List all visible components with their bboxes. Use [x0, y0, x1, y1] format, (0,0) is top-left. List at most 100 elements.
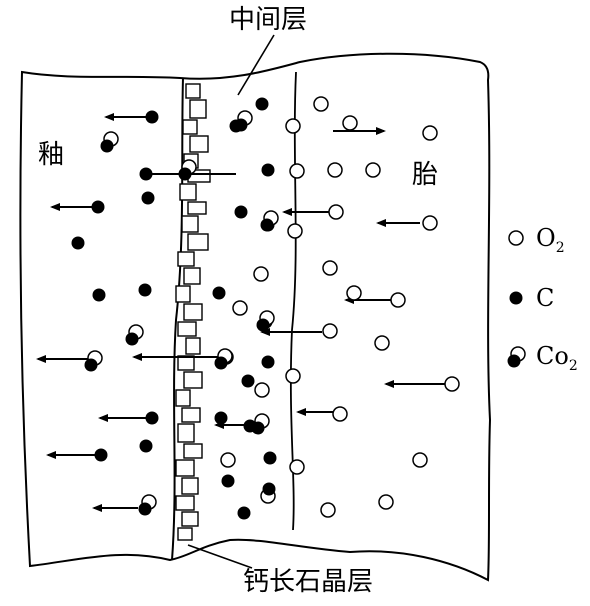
crystal-block [185, 83, 201, 99]
anorthite-layer-leader [187, 544, 253, 569]
c-particle [261, 355, 275, 369]
o2-particle [412, 452, 428, 468]
c-particle [241, 374, 255, 388]
co-particle-c [260, 218, 274, 232]
body-label: 胎 [412, 160, 438, 190]
c-particle [234, 205, 248, 219]
crystal-block [181, 215, 199, 233]
co-particle-c [251, 421, 265, 435]
c-particle [237, 506, 251, 520]
crystal-block [185, 337, 201, 355]
crystal-block [187, 201, 207, 215]
legend-o2-text: O [536, 224, 556, 252]
o2-particle [287, 223, 303, 239]
legend-o2-label: O2 [536, 224, 565, 256]
co-particle-c [178, 167, 192, 181]
crystal-block [175, 285, 191, 303]
legend-co2-text: Co [536, 342, 569, 370]
o2-particle [285, 118, 301, 134]
o2-particle [253, 266, 269, 282]
co-particle-c [256, 318, 270, 332]
intermediate-layer-leader [237, 34, 275, 96]
c-particle [255, 97, 269, 111]
c-particle [214, 411, 228, 425]
o2-particle [254, 382, 270, 398]
crystal-block [183, 443, 203, 459]
c-particle [145, 110, 159, 124]
anorthite-crystals [175, 83, 211, 541]
crystal-block [181, 407, 201, 423]
c-particle [92, 288, 106, 302]
crystal-block [175, 389, 191, 407]
legend: O2 C Co2 [507, 224, 578, 374]
co-particle-c [138, 502, 152, 516]
sample-outline [19, 52, 492, 582]
glaze-label: 釉 [38, 140, 64, 170]
legend-co2-label: Co2 [536, 342, 578, 374]
o2-particle [289, 459, 305, 475]
o2-particle [322, 260, 338, 276]
o2-particle [378, 494, 394, 510]
legend-c-symbol [509, 291, 523, 305]
legend-co-symbol-c [507, 354, 521, 368]
co-particle-c [100, 139, 114, 153]
crystal-block [177, 527, 193, 541]
c-particle [71, 236, 85, 250]
o2-particle [313, 96, 329, 112]
o2-particle [365, 162, 381, 178]
body-boundary-line [289, 71, 297, 531]
crystal-block [187, 233, 209, 251]
co-particle-c [125, 332, 139, 346]
co-particle-c [234, 118, 248, 132]
anorthite-layer-label: 钙长石晶层 [243, 567, 373, 597]
crystal-block [182, 119, 198, 135]
c-particle [91, 200, 105, 214]
legend-c-label: C [536, 284, 554, 312]
co-particle-c [214, 356, 228, 370]
o2-particle [232, 300, 248, 316]
c-particle [139, 167, 153, 181]
c-particle [94, 448, 108, 462]
co-particle-c [84, 358, 98, 372]
legend-c-text: C [536, 284, 554, 312]
crystal-block [181, 511, 199, 527]
crystal-block [181, 477, 199, 495]
particles [71, 96, 460, 520]
crystal-block [177, 423, 195, 443]
o2-particle [289, 163, 305, 179]
o2-particle [328, 204, 344, 220]
c-particle [262, 482, 276, 496]
crystal-block [175, 459, 195, 477]
o2-particle [390, 292, 406, 308]
o2-particle [332, 406, 348, 422]
c-particle [261, 163, 275, 177]
legend-o2-symbol [508, 230, 524, 246]
o2-particle [444, 376, 460, 392]
o2-particle [220, 452, 236, 468]
c-particle [263, 451, 277, 465]
crystal-block [175, 495, 195, 511]
o2-particle [327, 162, 343, 178]
crystal-block [179, 183, 197, 201]
c-particle [145, 411, 159, 425]
crystal-block [177, 355, 195, 371]
o2-particle [422, 125, 438, 141]
c-particle [138, 283, 152, 297]
c-particle [139, 439, 153, 453]
crystal-block [177, 321, 197, 337]
crystal-block [189, 99, 207, 119]
o2-particle [320, 502, 336, 518]
legend-co2-sub: 2 [569, 358, 578, 374]
o2-particle [342, 115, 358, 131]
glaze-boundary-line [171, 77, 184, 561]
crystal-block [177, 251, 195, 267]
o2-particle [422, 215, 438, 231]
o2-particle [374, 335, 390, 351]
o2-particle [285, 368, 301, 384]
o2-particle [346, 285, 362, 301]
c-particle [212, 286, 226, 300]
legend-o2-sub: 2 [556, 240, 565, 256]
o2-particle [322, 323, 338, 339]
intermediate-layer-label: 中间层 [229, 5, 307, 35]
